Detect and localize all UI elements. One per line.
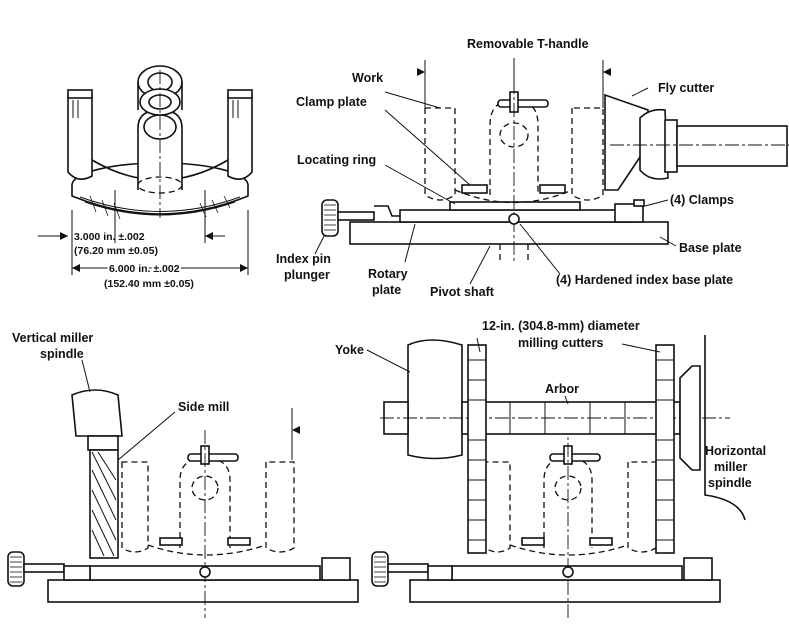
side-mill-view (7, 359, 359, 618)
base-plate (349, 221, 669, 245)
fly-cutter-labels: Removable T-handle Work Fly cutter Clamp… (276, 37, 742, 299)
fixture-dimensions: 3.000 in. ±.002 (76.20 mm ±0.05) 6.000 i… (38, 190, 249, 290)
label-vertical-miller: Vertical miller (12, 331, 93, 345)
locating-ring (449, 201, 581, 211)
label-milling-cutters-2: milling cutters (518, 336, 603, 350)
label-spindle: spindle (40, 347, 84, 361)
label-work: Work (352, 71, 383, 85)
fixture-isometric-view (67, 65, 253, 220)
horizontal-mill-labels: Yoke 12-in. (304.8-mm) diameter milling … (335, 319, 766, 490)
work-right-leg (571, 107, 604, 201)
milling-cutter-left (467, 344, 487, 554)
label-plate: plate (372, 283, 401, 297)
fly-cutter-arm (604, 93, 649, 191)
clamp-block (614, 203, 644, 223)
label-milling-cutters-1: 12-in. (304.8-mm) diameter (482, 319, 640, 333)
label-fly-cutter: Fly cutter (658, 81, 714, 95)
base-rim-hatching (89, 195, 231, 220)
pivot-pin (508, 213, 520, 225)
work-left-leg (424, 107, 456, 201)
fixture-left-upright (67, 95, 93, 180)
label-base-plate: Base plate (679, 241, 742, 255)
clamp-plate-right (539, 184, 566, 194)
dim-outer-in: 6.000 in. ±.002 (109, 263, 180, 275)
dim-inner-in: 3.000 in. ±.002 (74, 231, 145, 243)
fixture-right-upright (227, 95, 253, 180)
label-arbor: Arbor (545, 382, 579, 396)
horizontal-spindle-housing (679, 365, 701, 471)
label-clamp-plate: Clamp plate (296, 95, 367, 109)
label-horizontal: Horizontal (705, 444, 766, 458)
milling-cutter-right (655, 344, 675, 554)
fly-cutter-head (639, 108, 669, 180)
t-handle-bar (497, 99, 549, 108)
fly-cutter-view (314, 58, 789, 285)
label-pivot-shaft: Pivot shaft (430, 285, 495, 299)
label-removable-t-handle: Removable T-handle (467, 37, 589, 51)
label-spindle-horizontal: spindle (708, 476, 752, 490)
clamp-plate-left (461, 184, 488, 194)
index-pin-shaft (337, 211, 375, 221)
label-hardened-index-base-plate: (4) Hardened index base plate (556, 273, 733, 287)
label-clamps: (4) Clamps (670, 193, 734, 207)
dim-outer-mm: (152.40 mm ±0.05) (104, 278, 194, 290)
fly-cutter-spindle (676, 125, 788, 167)
side-mill-labels: Vertical miller spindle Side mill (12, 331, 229, 414)
dim-inner-mm: (76.20 mm ±0.05) (74, 245, 158, 257)
label-side-mill: Side mill (178, 400, 229, 414)
horizontal-mill-view (366, 335, 746, 618)
label-locating-ring: Locating ring (297, 153, 376, 167)
yoke (407, 339, 463, 460)
label-plunger: plunger (284, 268, 330, 282)
side-mill-cutter (89, 449, 119, 559)
sm-base-plate (47, 579, 359, 603)
label-index-pin: Index pin (276, 252, 331, 266)
vertical-spindle (71, 389, 123, 437)
label-yoke: Yoke (335, 343, 364, 357)
label-rotary: Rotary (368, 267, 408, 281)
label-miller: miller (714, 460, 747, 474)
